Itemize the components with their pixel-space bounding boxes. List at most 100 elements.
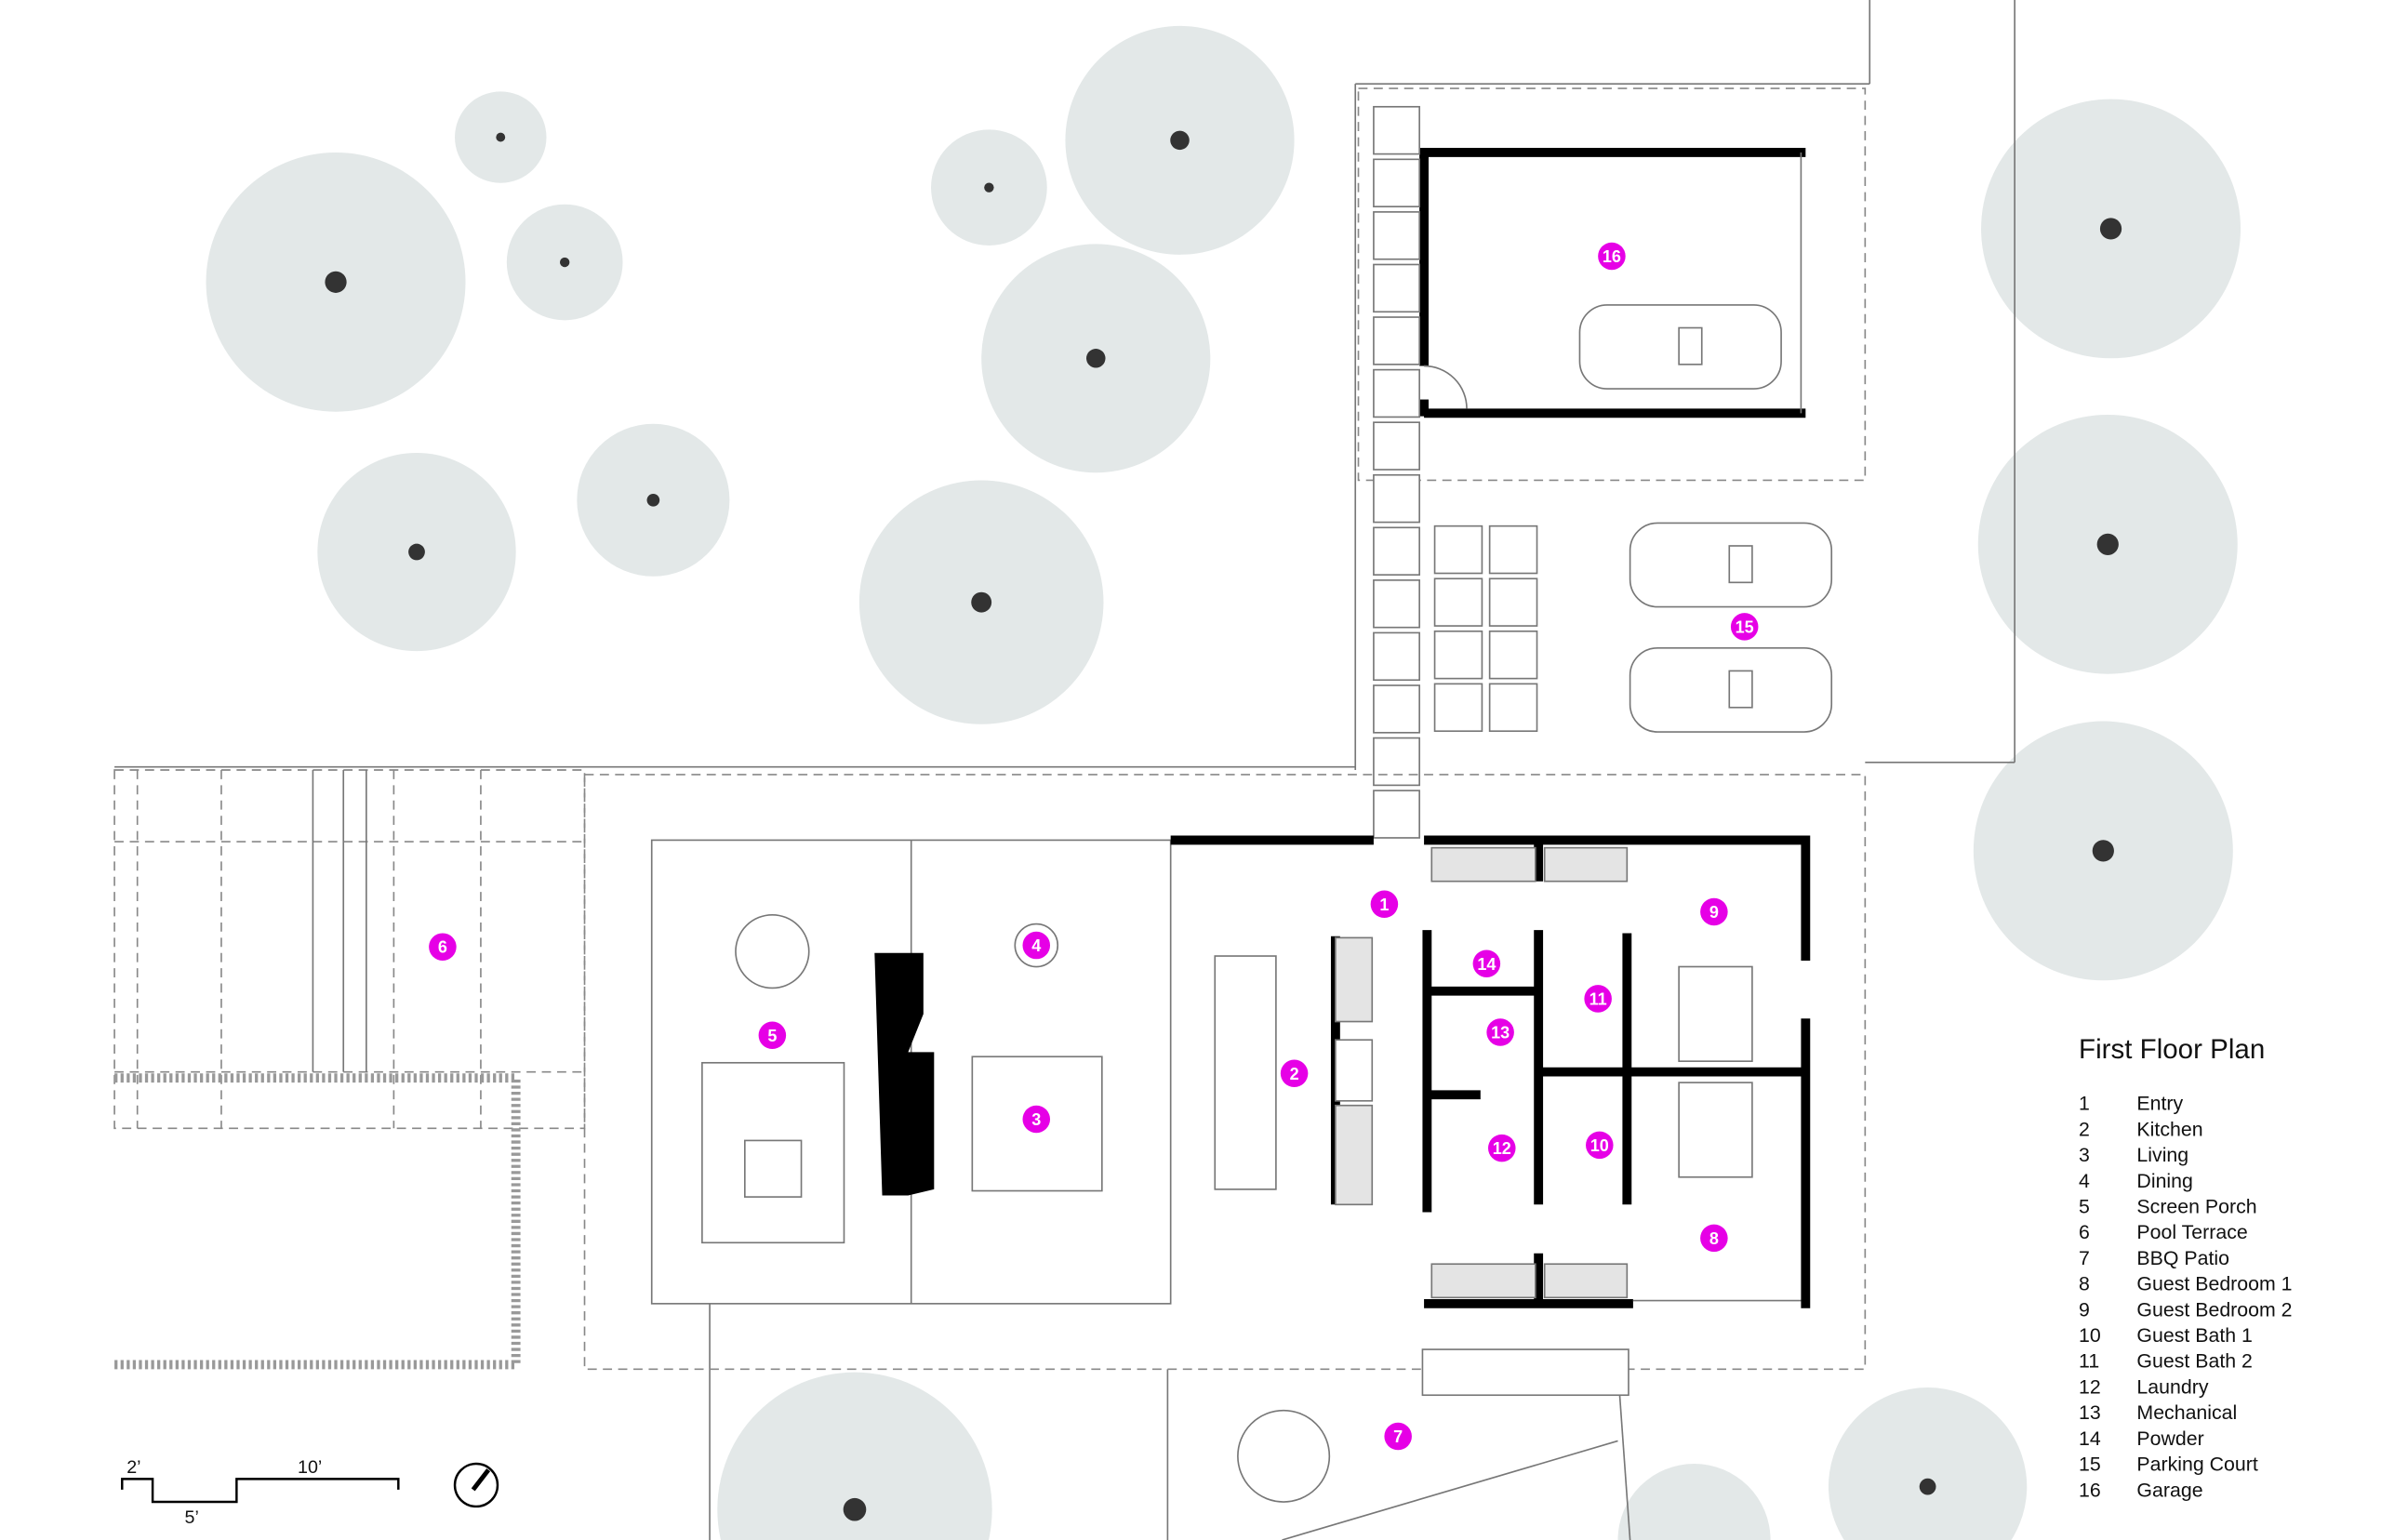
paver [1373,684,1420,734]
legend-number: 16 [2079,1479,2101,1501]
tree [717,1372,992,1540]
room-badge-4: 4 [1022,931,1051,960]
svg-text:6: 6 [438,938,447,957]
legend-label: Entry [2136,1093,2183,1115]
room-badge-7: 7 [1384,1422,1412,1451]
paver [1373,473,1420,524]
paver [1373,526,1420,576]
scale-label-2: 2’ [126,1457,140,1478]
house [583,774,1867,1503]
stepping-stones [1373,105,1538,839]
tree [858,480,1104,724]
legend-number: 15 [2079,1454,2101,1476]
legend-number: 4 [2079,1170,2090,1192]
svg-text:2: 2 [1290,1065,1299,1083]
legend-label: Pool Terrace [2136,1221,2247,1243]
pool-terrace [113,769,586,1370]
paver [1373,211,1420,260]
room-badge-12: 12 [1488,1134,1516,1162]
svg-text:3: 3 [1031,1110,1041,1129]
paver [1433,630,1483,680]
legend-label: Guest Bath 1 [2136,1324,2252,1347]
tree-trunk [2096,533,2119,555]
svg-text:11: 11 [1590,990,1607,1009]
legend-number: 1 [2079,1093,2090,1115]
legend-number: 3 [2079,1144,2090,1166]
legend-number: 9 [2079,1298,2090,1321]
paver [1373,579,1420,629]
legend-number: 2 [2079,1118,2090,1140]
paver [1433,524,1483,575]
legend-number: 8 [2079,1273,2090,1295]
tree [506,204,623,321]
legend-label: Garage [2136,1479,2202,1501]
svg-text:1: 1 [1379,896,1389,914]
svg-text:12: 12 [1493,1139,1511,1158]
legend-label: Guest Bedroom 2 [2136,1298,2292,1321]
svg-text:15: 15 [1736,617,1754,636]
room-badge-6: 6 [429,933,457,961]
legend-number: 6 [2079,1221,2090,1243]
tree-trunk [984,182,994,192]
room-badge-8: 8 [1700,1224,1728,1253]
tree-trunk [2099,218,2122,240]
legend-label: Powder [2136,1427,2203,1450]
legend-number: 5 [2079,1195,2090,1217]
tree [1065,25,1295,255]
tree [206,152,466,412]
tree-trunk [971,591,992,613]
legend-item: 6 Pool Terrace [2079,1221,2248,1243]
paver [1373,316,1420,365]
car-icon [1629,522,1833,608]
paver [1488,578,1538,627]
paver [1433,578,1483,627]
legend-label: Guest Bath 2 [2136,1350,2252,1373]
room-badge-9: 9 [1700,897,1728,926]
tree-trunk [646,493,660,507]
legend-title: First Floor Plan [2079,1034,2265,1065]
room-badge-3: 3 [1022,1105,1051,1134]
legend-item: 9 Guest Bedroom 2 [2079,1298,2292,1321]
car-icon [1629,647,1833,733]
legend-label: Mechanical [2136,1401,2237,1424]
legend-label: BBQ Patio [2136,1247,2229,1269]
tree [1617,1464,1771,1540]
tree [1977,414,2238,674]
legend-item: 1 Entry [2079,1093,2183,1115]
svg-text:10: 10 [1590,1136,1609,1155]
tree [981,244,1211,473]
svg-text:16: 16 [1603,247,1621,266]
legend-item: 11 Guest Bath 2 [2079,1350,2253,1373]
legend-label: Guest Bedroom 1 [2136,1273,2292,1295]
paver [1373,737,1420,787]
paver [1488,630,1538,680]
tree [1828,1387,2028,1540]
legend-label: Living [2136,1144,2188,1166]
paver [1433,683,1483,733]
room-badge-5: 5 [758,1021,787,1050]
legend-number: 7 [2079,1247,2090,1269]
room-badge-2: 2 [1280,1059,1309,1088]
scale-label-5: 5’ [185,1507,199,1528]
legend-label: Kitchen [2136,1118,2202,1140]
tree [577,423,730,577]
paver [1373,158,1420,207]
tree-trunk [1919,1478,1936,1495]
paver [1373,368,1420,418]
tree [931,129,1047,246]
legend-item: 3 Living [2079,1144,2188,1166]
svg-text:14: 14 [1477,955,1496,974]
legend-number: 14 [2079,1427,2101,1450]
legend-number: 11 [2079,1350,2099,1373]
paver [1373,631,1420,682]
svg-text:7: 7 [1393,1427,1403,1446]
property-lines [114,0,2015,1540]
garage [1357,87,1867,482]
tree-trunk [1086,349,1106,368]
tree-trunk [325,271,347,293]
room-badge-16: 16 [1598,242,1626,271]
